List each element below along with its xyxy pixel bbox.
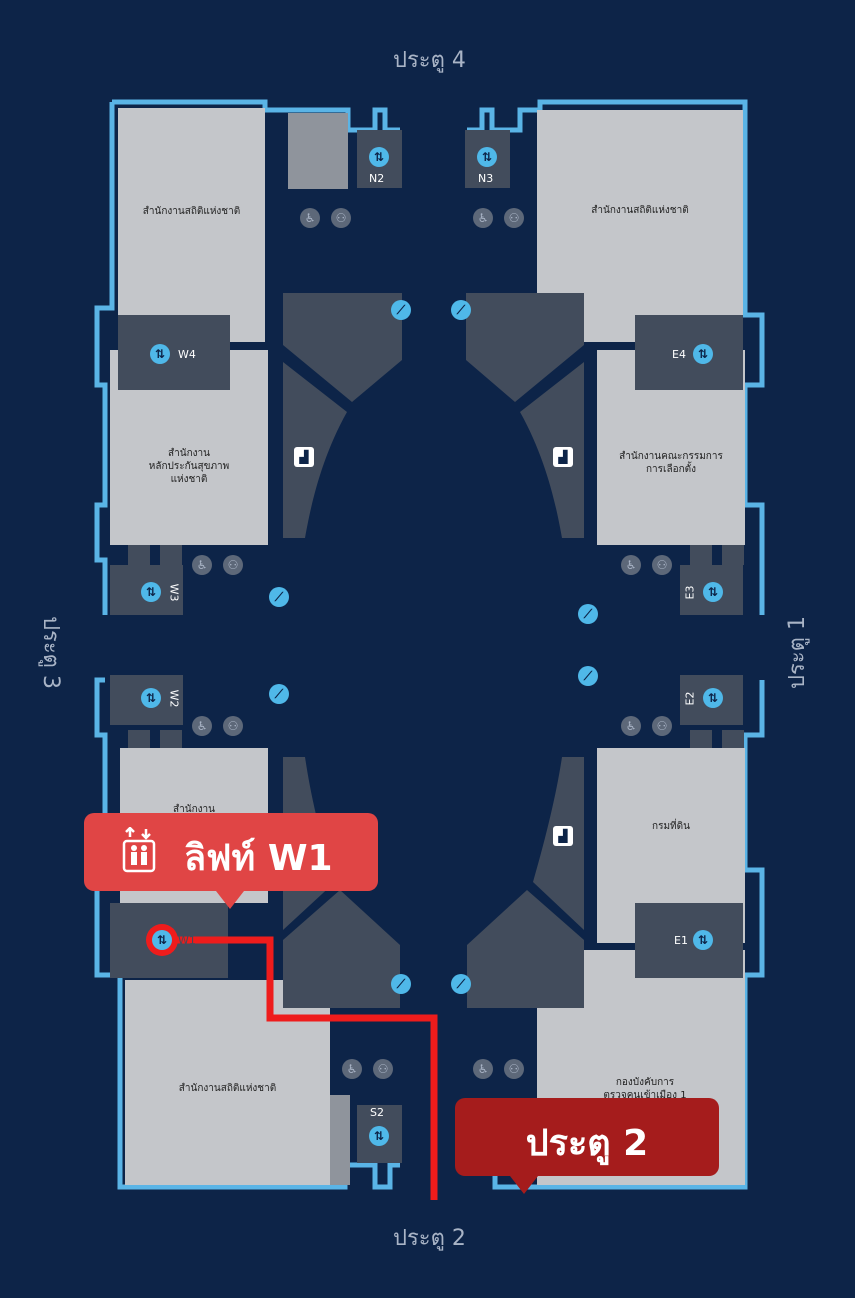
- gate-2-label: ประตู 2: [393, 1226, 466, 1251]
- lift-tag-s2: S2: [370, 1106, 384, 1119]
- room-label-w-low: สำนักงาน: [173, 804, 215, 815]
- restroom-icon: ⚇: [223, 555, 243, 575]
- wheelchair-icon: ♿: [473, 208, 493, 228]
- escalator-icon: ⟋: [578, 666, 598, 686]
- gate-2-callout-label: ประตู 2: [525, 1123, 649, 1164]
- room-label-e-mid: สำนักงานคณะกรรมการ การเลือกตั้ง: [619, 451, 723, 475]
- escalator-icon: ⟋: [578, 604, 598, 624]
- lift-w1-callout[interactable]: ลิฟท์ W1: [84, 813, 378, 909]
- escalator-icon: ⟋: [269, 684, 289, 704]
- lift-tag-n2: N2: [369, 172, 385, 185]
- elevator-icon[interactable]: ⇅: [369, 1126, 389, 1146]
- wheelchair-icon: ♿: [621, 716, 641, 736]
- elevator-icon[interactable]: ⇅: [141, 582, 161, 602]
- gate-3-label: ประตู 3: [37, 616, 63, 689]
- building-outline: [94, 99, 765, 1190]
- escalator-icon: ⟋: [391, 974, 411, 994]
- elevator-icon[interactable]: ⇅: [703, 582, 723, 602]
- elevator-icon[interactable]: ⇅: [477, 147, 497, 167]
- restroom-icon: ⚇: [223, 716, 243, 736]
- elevator-icon[interactable]: ⇅: [693, 344, 713, 364]
- room-label-nw: สำนักงานสถิติแห่งชาติ: [142, 206, 241, 217]
- escalator-icon: ⟋: [451, 300, 471, 320]
- lift-tag-e4: E4: [672, 348, 686, 361]
- gate-2-callout[interactable]: ประตู 2: [455, 1098, 719, 1194]
- elevator-icon[interactable]: ⇅: [141, 688, 161, 708]
- room-label-ne: สำนักงานสถิติแห่งชาติ: [591, 205, 689, 216]
- restroom-icon: ⚇: [504, 1059, 524, 1079]
- elevator-icon[interactable]: ⇅: [703, 688, 723, 708]
- stairs-icon: ▟: [294, 447, 314, 467]
- stairs-icon: ▟: [553, 826, 573, 846]
- lift-tag-e1: E1: [674, 934, 688, 947]
- elevator-icon[interactable]: ⇅: [693, 930, 713, 950]
- room-label-sw: สำนักงานสถิติแห่งชาติ: [178, 1083, 277, 1094]
- wheelchair-icon: ♿: [342, 1059, 362, 1079]
- lift-tag-w1: W1: [178, 934, 196, 947]
- escalator-icon: ⟋: [391, 300, 411, 320]
- restroom-icon: ⚇: [504, 208, 524, 228]
- elevator-icon[interactable]: ⇅: [152, 930, 172, 950]
- callout-pointer: [216, 891, 244, 909]
- lift-tag-w3: W3: [167, 583, 181, 602]
- lift-tag-e3: E3: [683, 585, 697, 600]
- room-label-e-low: กรมที่ดิน: [652, 821, 690, 832]
- elevator-icon: [122, 826, 156, 873]
- escalator-icon: ⟋: [451, 974, 471, 994]
- room-label-w-mid: สำนักงาน หลักประกันสุขภาพ แห่งชาติ: [148, 448, 230, 485]
- restroom-icon: ⚇: [652, 716, 672, 736]
- wheelchair-icon: ♿: [300, 208, 320, 228]
- elevator-icon[interactable]: ⇅: [369, 147, 389, 167]
- lift-tag-n3: N3: [478, 172, 494, 185]
- elevator-icon[interactable]: ⇅: [150, 344, 170, 364]
- wheelchair-icon: ♿: [473, 1059, 493, 1079]
- restroom-icon: ⚇: [373, 1059, 393, 1079]
- wheelchair-icon: ♿: [192, 555, 212, 575]
- stairs-icon: ▟: [553, 447, 573, 467]
- wheelchair-icon: ♿: [621, 555, 641, 575]
- lift-tag-e2: E2: [683, 691, 697, 706]
- route-line: [162, 936, 438, 1200]
- callout-pointer: [510, 1176, 538, 1194]
- gate-4-label: ประตู 4: [393, 48, 466, 73]
- lift-tag-w2: W2: [167, 689, 181, 708]
- lift-w1-callout-label: ลิฟท์ W1: [184, 838, 333, 879]
- room-label-se: กองบังคับการ ตรวจคนเข้าเมือง 1: [603, 1077, 687, 1101]
- escalator-icon: ⟋: [269, 587, 289, 607]
- restroom-icon: ⚇: [331, 208, 351, 228]
- wheelchair-icon: ♿: [192, 716, 212, 736]
- gate-1-label: ประตู 1: [784, 616, 810, 689]
- lift-tag-w4: W4: [178, 348, 196, 361]
- restroom-icon: ⚇: [652, 555, 672, 575]
